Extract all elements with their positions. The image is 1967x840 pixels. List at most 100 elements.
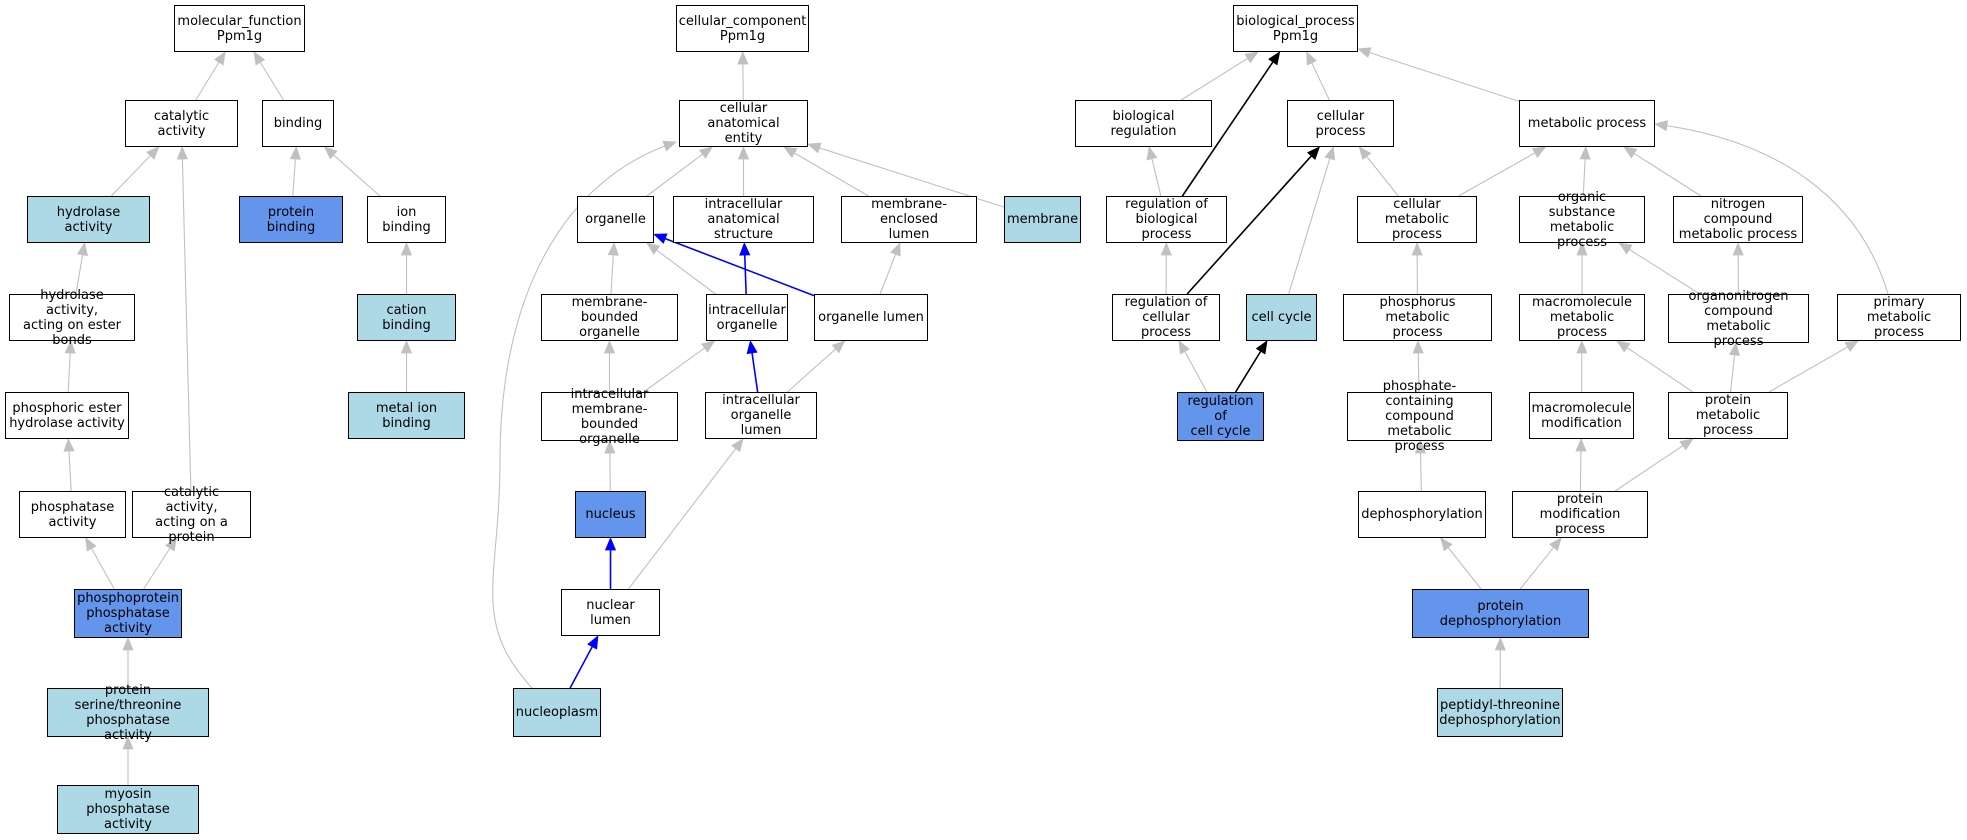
arrowhead-oncmp-to-ncmp — [1732, 241, 1744, 256]
arrowhead-phmp-to-cmp — [1411, 241, 1423, 256]
arrowhead-phosphatase-to-phos_ester — [63, 437, 75, 452]
edge-protmp-to-oncmp — [1729, 353, 1736, 393]
arrowhead-cat_prot-to-cat — [176, 145, 189, 160]
arrowhead-ser_thr-to-pp_phos — [122, 636, 134, 651]
arrowhead-ias-to-cae — [737, 145, 750, 160]
node-rcp: regulation of cellular process — [1112, 294, 1220, 341]
node-ol: organelle lumen — [814, 294, 928, 341]
edge-rbp-to-bp — [1181, 60, 1275, 197]
node-mproc: metabolic process — [1519, 100, 1655, 147]
edge-pp_phos-to-cat_prot — [143, 546, 171, 590]
node-mbo: membrane-bounded organelle — [541, 294, 678, 341]
node-cproc: cellular process — [1287, 100, 1394, 147]
arrowhead-protmp-to-pmp — [1844, 340, 1859, 353]
arrowhead-iol-to-ol — [831, 340, 846, 354]
arrowhead-ptdephos-to-pdephos — [1494, 636, 1506, 651]
arrowhead-pp_phos-to-phosphatase — [85, 537, 97, 552]
node-phosphatase: phosphatase activity — [19, 491, 126, 538]
edge-breg-to-bp — [1180, 57, 1249, 101]
edge-ol-to-mel — [879, 253, 897, 295]
arrowhead-hyd-to-cat — [146, 146, 160, 160]
edge-pdephos-to-dephos — [1447, 546, 1482, 590]
arrowhead-pmodp-to-mmod — [1575, 437, 1587, 452]
arrowhead-bind-to-mf — [253, 51, 266, 66]
arrowhead-pmodp-to-protmp — [1679, 438, 1694, 451]
edge-dephos-to-pccmp — [1419, 451, 1422, 492]
node-hyd: hydrolase activity — [27, 196, 150, 243]
node-metal: metal ion binding — [348, 392, 465, 439]
node-dephos: dephosphorylation — [1358, 491, 1486, 538]
node-mel: membrane-enclosed lumen — [841, 196, 977, 243]
node-cat-prot: catalytic activity, acting on a protein — [132, 485, 251, 545]
arrowhead-rbp-to-breg — [1146, 145, 1158, 161]
edge-oncmp-to-osmp — [1628, 248, 1701, 295]
edge-bind-to-mf — [259, 61, 284, 101]
node-bp: biological_process Ppm1g — [1233, 5, 1358, 52]
edge-hyd-to-cat — [110, 154, 152, 197]
arrowhead-prot_bind-to-bind — [289, 145, 301, 160]
arrowhead-oncmp-to-osmp — [1618, 242, 1633, 255]
arrowhead-ol-to-mel — [890, 242, 901, 257]
arrowhead-io-to-ias — [739, 241, 751, 256]
arrowhead-pdephos-to-pmodp — [1548, 537, 1562, 552]
arrowhead-ion-to-bind — [323, 146, 338, 160]
edge-pmodp-to-protmp — [1614, 444, 1685, 492]
edge-mel-to-cae — [793, 152, 869, 197]
edge-organelle-to-cae — [646, 153, 704, 197]
arrowhead-iol-to-io — [746, 339, 758, 355]
node-ser-thr: protein serine/threonine phosphatase act… — [47, 683, 209, 743]
node-iol: intracellular organelle lumen — [705, 392, 817, 439]
arrowhead-cae-to-cc — [737, 50, 749, 65]
edge-cproc-to-bp — [1310, 61, 1330, 101]
edge-protmp-to-pmp — [1768, 345, 1849, 393]
arrowhead-phos_ester-to-hyd_ester — [64, 339, 76, 354]
arrowhead-rcc-to-rcp — [1178, 340, 1190, 355]
node-cat: catalytic activity — [125, 100, 238, 147]
node-oncmp: organonitrogen compound metabolic proces… — [1668, 289, 1809, 349]
arrowhead-membrane-to-cae — [807, 142, 822, 154]
node-imbo: intracellular membrane-bounded organelle — [541, 387, 678, 447]
arrowhead-imbo-to-mbo — [603, 339, 616, 354]
edge-mbo-to-organelle — [610, 253, 614, 295]
arrowhead-pdephos-to-dephos — [1439, 537, 1453, 552]
node-cae: cellular anatomical entity — [679, 100, 808, 147]
node-bind: binding — [262, 100, 334, 147]
arrowhead-breg-to-bp — [1244, 51, 1259, 64]
edge-ol-to-organelle — [663, 237, 815, 297]
edge-io-to-organelle — [655, 249, 716, 295]
edge-rcc-to-ccycle — [1234, 349, 1262, 393]
arrowhead-protmp-to-oncmp — [1728, 341, 1741, 356]
node-ccycle: cell cycle — [1246, 294, 1317, 341]
edge-pmp-to-mproc — [1654, 123, 1889, 295]
arrowhead-nl-to-nucleus — [604, 536, 617, 551]
edge-pccmp-to-phmp — [1417, 351, 1420, 393]
arrowhead-mmod-to-mmp — [1576, 339, 1588, 354]
arrowhead-rcp-to-rbp — [1160, 241, 1172, 256]
arrowhead-metal-to-cation — [400, 339, 413, 354]
node-pdephos: protein dephosphorylation — [1412, 589, 1589, 638]
arrowhead-hyd_ester-to-hyd — [76, 241, 89, 257]
arrowhead-cation-to-ion — [400, 241, 413, 256]
edge-ncmp-to-mproc — [1632, 152, 1702, 197]
node-nucleus: nucleus — [575, 491, 646, 538]
node-ptdephos: peptidyl-threonine dephosphorylation — [1437, 688, 1563, 737]
node-cmp: cellular metabolic process — [1357, 196, 1477, 243]
edge-osmp-to-mproc — [1582, 157, 1586, 197]
edge-cat-to-mf — [195, 61, 220, 101]
node-pccmp: phosphate-containing compound metabolic … — [1347, 379, 1492, 454]
node-pmodp: protein modification process — [1512, 491, 1648, 538]
arrowhead-protmp-to-mmp — [1616, 340, 1631, 353]
arrowhead-ccycle-to-cproc — [1324, 146, 1336, 161]
node-osmp: organic substance metabolic process — [1519, 190, 1645, 250]
edge-iol-to-ol — [787, 347, 837, 393]
edge-io-to-ias — [743, 253, 747, 295]
arrowhead-cmp-to-cproc — [1358, 146, 1372, 161]
edge-ion-to-bind — [332, 153, 381, 197]
arrowhead-ncmp-to-mproc — [1623, 146, 1638, 159]
edge-phos_ester-to-hyd_ester — [67, 351, 71, 393]
edge-pdephos-to-pmodp — [1519, 546, 1555, 590]
edge-iol-to-io — [751, 351, 759, 393]
node-io: intracellular organelle — [706, 294, 788, 341]
edge-cat_prot-to-cat — [181, 157, 192, 492]
